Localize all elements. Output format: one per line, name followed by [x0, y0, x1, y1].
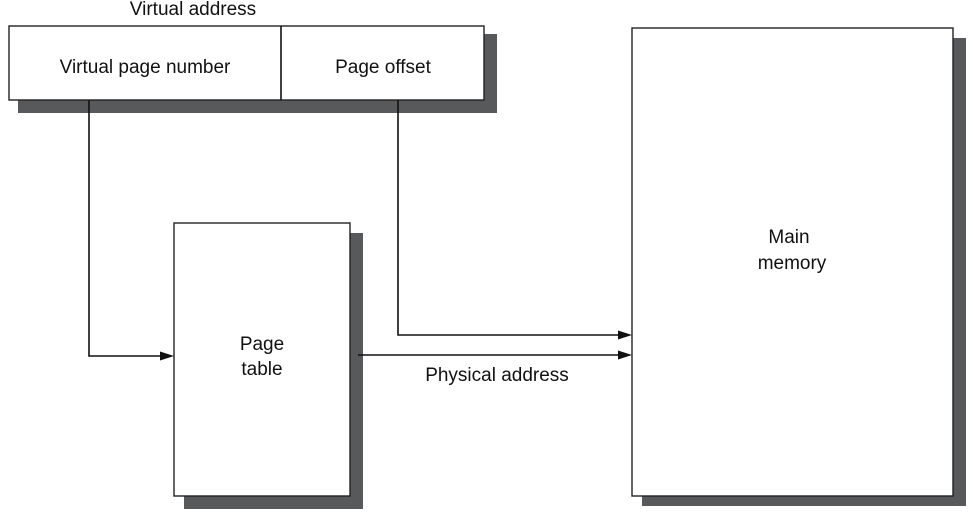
page-table-box — [173, 222, 351, 497]
physical-address-arrow: Physical address — [358, 350, 632, 386]
offset-arrowhead — [618, 330, 632, 340]
physical-address-label: Physical address — [425, 365, 569, 386]
page-offset-field: Page offset — [335, 57, 432, 78]
virtual-address-box — [8, 25, 485, 101]
vpn-to-page-table-arrow — [88, 100, 174, 361]
vpn-connector-line — [88, 100, 162, 357]
physical-address-arrowhead — [618, 350, 632, 360]
main-memory-box — [631, 27, 954, 497]
page-table-label-line-1: Page — [240, 334, 284, 355]
vpn-arrowhead — [160, 351, 174, 361]
main-memory-label-line-2: memory — [758, 253, 827, 274]
main-memory-label-line-1: Main — [768, 227, 809, 248]
page-table-label-line-2: table — [241, 359, 282, 380]
virtual-address-register: Virtual page number Page offset — [8, 25, 497, 113]
virtual-address-title: Virtual address — [130, 0, 256, 20]
virtual-page-number-field: Virtual page number — [60, 57, 231, 78]
offset-to-memory-arrow — [397, 100, 632, 340]
offset-connector-line — [397, 100, 620, 336]
main-memory: Main memory — [631, 27, 966, 506]
page-table: Page table — [173, 222, 363, 509]
